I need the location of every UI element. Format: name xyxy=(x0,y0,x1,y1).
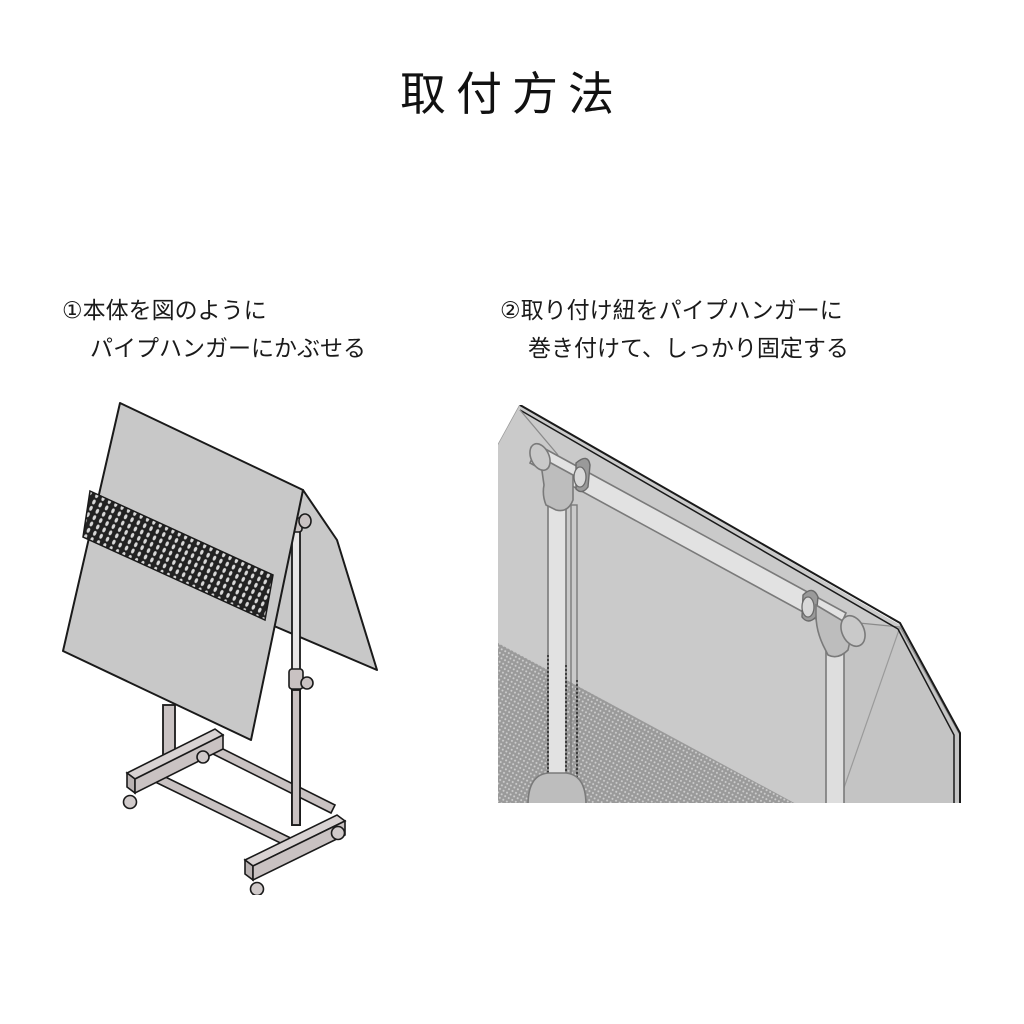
tie-string-left xyxy=(573,457,591,493)
cover-front-panel xyxy=(62,402,304,741)
caster-wheel xyxy=(330,825,346,841)
page-title: 取付方法 xyxy=(400,67,624,121)
hanger-left-pole xyxy=(527,479,587,803)
step-1-line-1: ①本体を図のように xyxy=(62,298,267,324)
left-elbow-joint xyxy=(529,442,574,512)
step-2-line-1: ②取り付け紐をパイプハンガーに xyxy=(500,298,843,324)
step-1-instruction: ①本体を図のように パイプハンガーにかぶせる xyxy=(62,292,366,368)
hanger-left-pole xyxy=(162,704,176,756)
hanger-right-pole xyxy=(825,639,845,803)
step-1-line-2: パイプハンガーにかぶせる xyxy=(90,336,366,362)
step-2-instruction: ②取り付け紐をパイプハンガーに 巻き付けて、しっかり固定する xyxy=(500,292,849,368)
caster-wheel xyxy=(249,881,265,895)
right-elbow-joint xyxy=(815,603,866,658)
mesh-band xyxy=(82,489,274,622)
caster-wheel xyxy=(196,750,210,764)
step-2-line-2: 巻き付けて、しっかり固定する xyxy=(528,336,849,362)
step-1-illustration xyxy=(62,402,378,895)
step-2-illustration xyxy=(498,405,961,803)
hanger-base xyxy=(122,728,347,895)
caster-wheel xyxy=(122,794,138,810)
